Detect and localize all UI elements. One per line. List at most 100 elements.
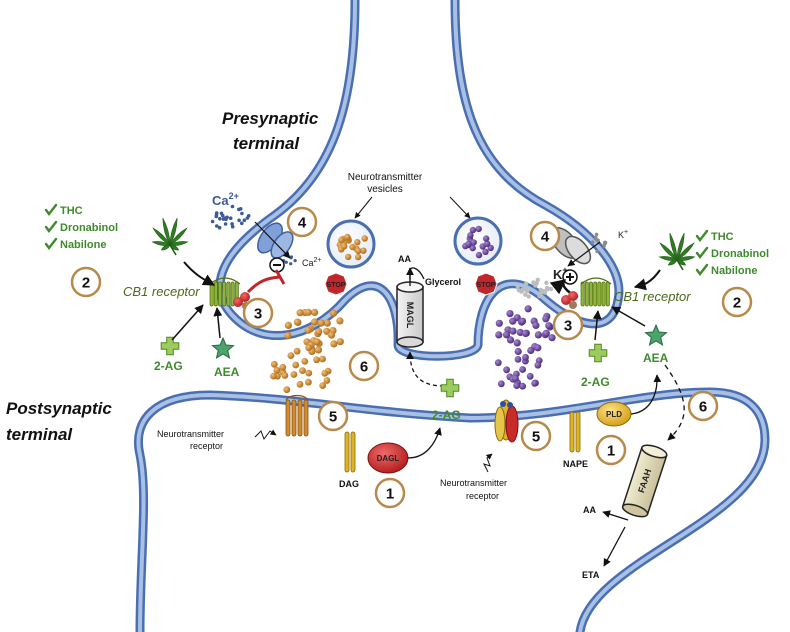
- inhibition-bar: [274, 269, 286, 285]
- released-orange-particle: [305, 344, 313, 352]
- step-number: 4: [541, 229, 550, 246]
- released-purple-particle: [519, 382, 526, 390]
- potassium-ion: [548, 286, 554, 292]
- plus-cross: [566, 273, 574, 281]
- cb1-helix: [226, 281, 231, 307]
- nt-receptor-left-pointer: [254, 429, 277, 441]
- leaf-stem: [676, 259, 684, 271]
- released-orange-particle: [293, 318, 302, 326]
- ligands: [160, 323, 668, 398]
- calcium-ion: [228, 216, 233, 220]
- vesicle-left-particle: [341, 243, 348, 250]
- potassium-ion: [515, 284, 520, 289]
- leaf-blade: [669, 232, 678, 261]
- step-badge-s4-left: [286, 206, 318, 238]
- calcium-ion: [214, 214, 219, 219]
- leaf-blade: [169, 217, 178, 246]
- aea-to-faah-arrow: [664, 364, 685, 441]
- leaf-blade: [169, 241, 189, 246]
- released-orange-particle: [292, 361, 300, 369]
- eta-label: ETA: [582, 570, 600, 580]
- cb1-helix: [605, 281, 610, 307]
- released-purple-particle: [534, 344, 542, 352]
- released-orange-particle: [336, 317, 344, 325]
- vesicle-left-particle: [345, 253, 352, 261]
- released-orange-particle: [319, 355, 326, 363]
- cb1-loop: [580, 277, 612, 285]
- faah-enzyme: FAAH: [621, 444, 668, 518]
- calcium-ion: [289, 262, 293, 266]
- glycerol-label: Glycerol: [425, 277, 461, 287]
- potassium-ion: [590, 240, 595, 244]
- drug-name: Nabilone: [60, 239, 106, 251]
- postsynaptic-membrane: [134, 387, 770, 632]
- vesicle-right-particle: [482, 248, 489, 255]
- released-orange-particle: [317, 319, 325, 327]
- calcium-ion: [223, 216, 228, 220]
- released-orange-particle: [296, 309, 304, 317]
- cb1-right-label: CB1 receptor: [614, 289, 691, 304]
- released-orange-particle: [290, 371, 298, 378]
- step-number: 2: [733, 295, 741, 312]
- released-orange-particle: [313, 338, 321, 346]
- vesicle-right-particle: [469, 244, 476, 252]
- step-number: 3: [564, 318, 572, 335]
- leaf-blade: [169, 227, 188, 246]
- faah-to-eta-arrow: [603, 526, 626, 567]
- released-purple-particle: [503, 366, 510, 374]
- released-orange-particle: [330, 340, 338, 348]
- dagl-label: DAGL: [377, 454, 400, 463]
- step-number: 2: [82, 275, 90, 292]
- potassium-label: K+: [553, 265, 568, 282]
- aa-bottom-label: AA: [583, 505, 596, 515]
- released-purple-particle: [495, 331, 503, 339]
- leaf-blade: [658, 256, 678, 261]
- released-purple-particle: [545, 322, 553, 330]
- released-orange-particle: [304, 326, 312, 334]
- vesicle-left-particle: [344, 233, 351, 241]
- leaf-blade: [160, 244, 171, 251]
- step-number: 1: [386, 486, 394, 503]
- potassium-small-label: K+: [618, 229, 628, 240]
- potassium-ion: [535, 277, 540, 282]
- vesicle-right-particle: [475, 225, 482, 233]
- magl-enzyme: MAGL: [396, 281, 424, 348]
- vesicle-left-particle: [354, 239, 361, 246]
- released-purple-particle: [512, 375, 519, 382]
- two-ag-left-arrow: [171, 304, 204, 341]
- released-orange-particle: [315, 328, 323, 336]
- step-badge-s5-right: [520, 420, 552, 452]
- checkmark-icon: [695, 246, 709, 259]
- potassium-ion: [544, 280, 549, 285]
- nt-receptor-left: [285, 394, 309, 437]
- released-purple-particle: [513, 339, 521, 347]
- released-orange-particle: [327, 331, 336, 339]
- released-orange-particle: [336, 338, 344, 346]
- step-number: 5: [532, 429, 540, 446]
- released-purple-particle: [534, 361, 542, 369]
- released-orange-particle: [283, 386, 291, 394]
- stop-sign-right: STOP: [474, 272, 498, 296]
- released-orange-particle: [321, 370, 329, 377]
- released-purple-particle: [522, 353, 529, 361]
- calcium-ion: [237, 218, 241, 223]
- calcium-ion: [218, 216, 222, 221]
- calcium-ion: [240, 221, 244, 226]
- drug-name: THC: [711, 231, 734, 243]
- vesicle-right-particle: [467, 232, 474, 239]
- presynaptic-title-terminal: terminal: [233, 134, 300, 153]
- calcium-ion: [230, 224, 235, 229]
- neurotransmitter-particles: [210, 204, 608, 394]
- calcium-ion: [284, 260, 288, 264]
- released-purple-particle: [506, 310, 514, 318]
- step-badge-s2-left: [70, 266, 102, 298]
- released-purple-particle: [542, 315, 550, 323]
- calcium-ion: [214, 211, 219, 215]
- calcium-ion: [223, 222, 228, 226]
- released-orange-particle: [323, 377, 331, 384]
- vesicle-left-particle: [360, 247, 367, 254]
- checkmark-icon: [44, 237, 58, 250]
- g-protein-right: [561, 291, 578, 309]
- step-number: 4: [298, 215, 307, 232]
